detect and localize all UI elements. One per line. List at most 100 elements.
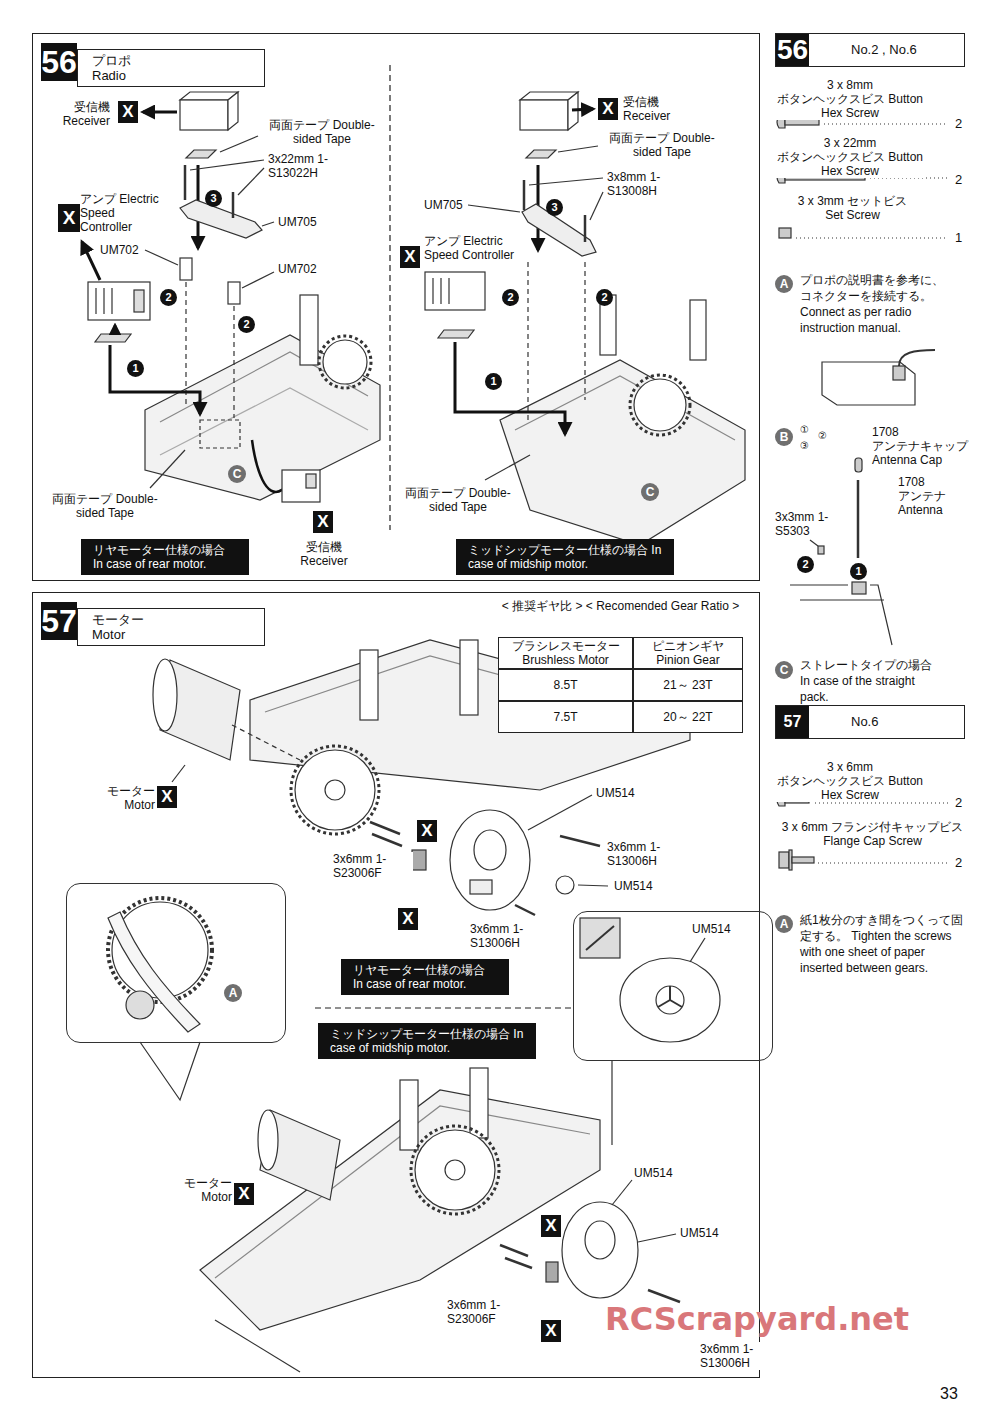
part-label: 3 x 6mm フランジ付キャップビス Flange Cap Screw	[775, 820, 970, 848]
part-count: 2	[955, 795, 962, 811]
parts-list-drawing	[818, 862, 948, 863]
step56-midship-drawing	[515, 376, 735, 440]
variant-caption: ミッドシップモーター仕様の場合 In case of midship motor…	[318, 1023, 536, 1059]
remove-mark: X	[234, 1183, 254, 1205]
step57-rear-drawing	[360, 650, 378, 720]
parts-list-drawing	[852, 582, 866, 594]
step56-midship-drawing	[634, 379, 686, 431]
step56-rear-drawing	[233, 306, 234, 418]
part-label: 3x6mm 1-S23006F	[333, 852, 413, 880]
step56-rear-drawing	[190, 160, 264, 170]
step56-rear-drawing	[111, 288, 112, 314]
step-frame: < 推奨ギヤ比 > < Recomended Gear Ratio >ブラシレス…	[32, 592, 760, 1378]
step56-midship-drawing	[630, 375, 690, 435]
part-label: 受信機 Receiver	[48, 100, 110, 128]
step57-midship-drawing	[215, 1320, 300, 1372]
part-label: モーター Motor	[95, 784, 155, 812]
table-cell: 21～ 23T	[633, 669, 743, 701]
variant-caption: リヤモーター仕様の場合 In case of rear motor.	[81, 539, 249, 575]
step57-midship-drawing	[500, 1245, 528, 1256]
parts-list-drawing	[818, 546, 824, 554]
step57-rear-drawing	[611, 1060, 612, 1145]
part-count: 2	[955, 116, 962, 132]
remove-mark: X	[58, 204, 80, 232]
step56-rear-drawing	[323, 340, 367, 384]
page-number: 33	[940, 1385, 958, 1403]
step57-rear-drawing	[578, 885, 608, 886]
step-number: 1	[127, 360, 144, 377]
part-count: 2	[955, 855, 962, 871]
table-cell: 20～ 22T	[633, 701, 743, 733]
step56-rear-drawing	[306, 474, 316, 488]
table-cell: ピニオンギヤ Pinion Gear	[633, 637, 743, 669]
step56-rear-drawing	[95, 334, 131, 342]
step57-rear-drawing	[515, 905, 535, 915]
parts-header: 57No.6	[775, 705, 965, 739]
part-label: 3x3mm 1-S5303	[775, 510, 835, 538]
remove-mark: X	[118, 101, 138, 123]
step56-rear-drawing	[252, 440, 282, 492]
parts-list-drawing	[824, 123, 948, 124]
step56-midship-drawing	[523, 180, 526, 210]
step56-rear-drawing	[389, 65, 390, 530]
step56-rear-drawing	[103, 288, 104, 314]
step57-midship-drawing	[470, 1068, 488, 1138]
part-label: UM705	[278, 215, 317, 229]
step57-midship-drawing	[415, 1130, 495, 1210]
part-count: 2	[955, 172, 962, 188]
step-number: 2	[502, 289, 519, 306]
parts-list-drawing	[810, 540, 818, 546]
step57-rear-drawing	[315, 1007, 575, 1008]
step-number: 1	[485, 373, 502, 390]
step56-rear-drawing	[184, 165, 187, 200]
step57-rear-drawing	[474, 830, 506, 870]
gear-ratio-table: < 推奨ギヤ比 > < Recomended Gear Ratio >ブラシレス…	[498, 637, 743, 733]
part-label: UM514	[596, 786, 635, 800]
step56-midship-drawing	[500, 360, 745, 545]
part-label: 3x22mm 1-S13022H	[268, 152, 348, 180]
note-letter: A	[775, 275, 793, 293]
step56-rear-drawing	[319, 336, 371, 388]
step56-rear-drawing	[238, 168, 264, 195]
step56-rear-drawing	[282, 470, 320, 502]
step-number: 56	[41, 43, 77, 81]
part-label: 受信機 Receiver	[623, 95, 685, 123]
part-label: 3x6mm 1-S13006H	[470, 922, 550, 950]
detail-inset: A	[66, 883, 286, 1043]
step57-midship-drawing	[585, 1221, 615, 1259]
detail-inset: UM514	[573, 911, 773, 1061]
step56-rear-drawing	[232, 192, 235, 218]
parts-list-drawing	[779, 228, 791, 238]
note-letter: C	[775, 661, 793, 679]
part-label: 両面テープ Double-sided Tape	[45, 492, 165, 520]
parts-list-drawing	[779, 852, 789, 868]
part-label: 1708 アンテナ Antenna	[898, 475, 958, 517]
note-letter: C	[228, 465, 246, 483]
part-label: 3x8mm 1-S13008H	[607, 170, 687, 198]
step56-rear-drawing	[145, 250, 178, 265]
part-label: UM514	[614, 879, 653, 893]
step57-midship-drawing	[445, 1160, 465, 1180]
part-label: 両面テープ Double-sided Tape	[602, 131, 722, 159]
step57-rear-drawing	[580, 918, 620, 958]
step56-rear-drawing	[186, 150, 216, 158]
step57-rear-drawing	[153, 659, 177, 731]
table-cell: ブラシレスモーター Brushless Motor	[498, 637, 633, 669]
step56-midship-drawing	[468, 205, 520, 212]
step57-rear-drawing	[370, 822, 400, 834]
table-cell: 7.5T	[498, 701, 633, 733]
step56-rear-drawing	[110, 345, 200, 414]
caption-text: リヤモーター仕様の場合 In case of rear motor.	[93, 543, 237, 571]
part-label: UM702	[278, 262, 317, 276]
parts-list-drawing	[796, 237, 948, 238]
step57-midship-drawing	[505, 1258, 532, 1268]
parts-list-drawing	[792, 857, 814, 863]
step57-rear-drawing	[556, 876, 574, 894]
step56-rear-drawing	[145, 335, 380, 500]
bag-number: No.6	[851, 706, 878, 738]
step-number: 2	[596, 289, 613, 306]
remove-mark: X	[400, 246, 420, 268]
instruction-note: ストレートタイプの場合 In case of the straight pack…	[800, 657, 940, 705]
step57-rear-drawing	[528, 795, 592, 830]
step56-midship-drawing	[529, 178, 603, 185]
